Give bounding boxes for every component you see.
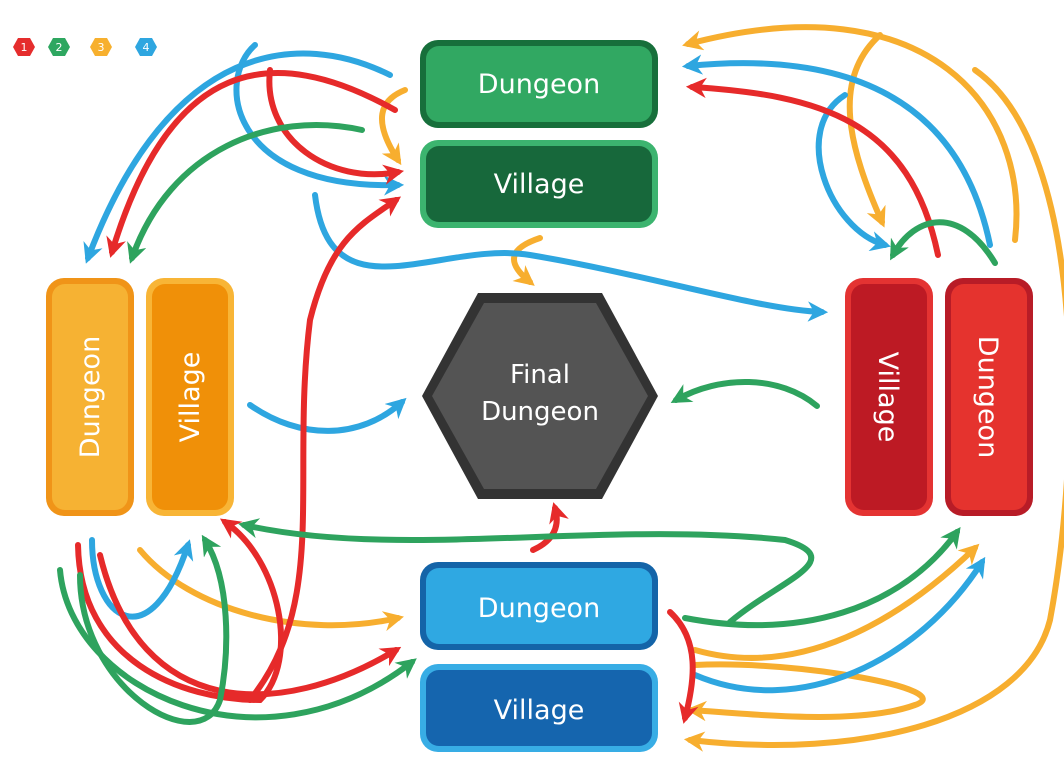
- red-arrow-top-to-leftdungeon: [106, 70, 398, 258]
- blue-arrow-rightdungeon-to-topdungeon: [681, 54, 993, 248]
- red-arrow-loop-to-topvillage: [266, 67, 405, 185]
- orange-arrow-loop-to-bottomvillage: [685, 661, 926, 722]
- arrows: [57, 24, 1064, 752]
- bottom-village-box[interactable]: Village: [420, 664, 658, 752]
- bottom-village-label: Village: [494, 695, 585, 726]
- blue-arrow-loop-to-topvillage: [233, 42, 405, 196]
- orange-arrow-topdungeon-to-village: [379, 87, 408, 166]
- blue-arrow-bottom-to-rightdungeon: [692, 556, 986, 694]
- top-dungeon-label: Dungeon: [478, 69, 600, 100]
- orange-arrow-far-right-to-bottom: [683, 67, 1064, 752]
- green-arrow-top-to-leftvillage: [127, 122, 365, 264]
- blue-arrow-leftvillage-to-final: [247, 397, 407, 434]
- orange-arrow-right-to-topdungeon: [682, 24, 1020, 243]
- orange-arrow-village-to-final: [511, 235, 543, 286]
- orange-arrow-bottom-to-rightdungeon: [692, 543, 980, 661]
- left-dungeon-box[interactable]: Dungeon: [46, 278, 134, 516]
- left-village-label: Village: [175, 352, 206, 443]
- legend-label-1: 1: [21, 41, 28, 54]
- legend-item-2: 2: [48, 38, 70, 56]
- blue-arrow-top-to-rightvillage: [312, 192, 829, 322]
- red-arrow-left-loop: [75, 518, 285, 704]
- green-arrow-rightdungeon-to-rightvillage: [890, 219, 998, 266]
- orange-arrow-left-to-bottomdungeon: [137, 547, 404, 632]
- right-dungeon-box[interactable]: Dungeon: [945, 278, 1033, 516]
- bottom-dungeon-label: Dungeon: [478, 593, 600, 624]
- red-arrow-leftbottom-to-topvillage: [247, 196, 402, 703]
- right-village-label: Village: [872, 352, 903, 443]
- green-arrow-bottom-to-leftvillage: [238, 518, 815, 625]
- top-village-box[interactable]: Village: [420, 140, 658, 228]
- right-dungeon-label: Dungeon: [972, 336, 1003, 458]
- green-arrow-rightvillage-to-final: [670, 378, 820, 409]
- red-arrow-bottomdungeon-to-village: [667, 609, 699, 724]
- legend-label-2: 2: [56, 41, 63, 54]
- final-dungeon-hexagon[interactable]: Final Dungeon: [422, 293, 658, 499]
- legend-item-4: 4: [135, 38, 157, 56]
- green-arrow-left-to-bottomvillage: [57, 567, 417, 721]
- legend-item-1: 1: [13, 38, 35, 56]
- blue-arrow-top-to-leftdungeon: [83, 50, 393, 264]
- red-arrow-bottom-to-final: [530, 502, 569, 553]
- right-village-box[interactable]: Village: [845, 278, 933, 516]
- final-dungeon-line2: Dungeon: [481, 397, 599, 427]
- legend: 1 2 3 4: [13, 38, 157, 56]
- orange-arrow-loop-to-rightvillage: [846, 32, 886, 228]
- left-dungeon-label: Dungeon: [75, 336, 106, 458]
- green-arrow-bottom-to-rightdungeon: [682, 527, 961, 629]
- final-dungeon-line1: Final: [510, 360, 570, 390]
- legend-item-3: 3: [90, 38, 112, 56]
- left-village-box[interactable]: Village: [146, 278, 234, 516]
- bottom-dungeon-box[interactable]: Dungeon: [420, 562, 658, 650]
- red-arrow-rightdungeon-to-topdungeon: [685, 77, 941, 258]
- top-dungeon-box[interactable]: Dungeon: [420, 40, 658, 128]
- top-village-label: Village: [494, 169, 585, 200]
- legend-label-3: 3: [98, 41, 105, 54]
- legend-label-4: 4: [143, 41, 150, 54]
